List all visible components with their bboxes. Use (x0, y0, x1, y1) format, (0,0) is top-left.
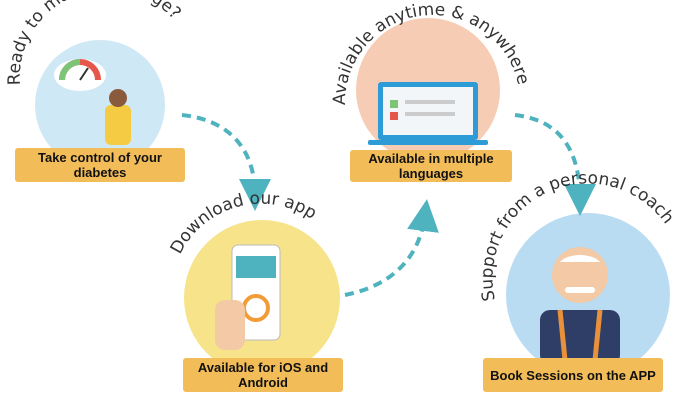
phone-illustration (215, 244, 281, 350)
laptop-illustration (368, 82, 488, 145)
step4-label: Book Sessions on the APP (483, 358, 663, 392)
arrow-step1-to-step2 (181, 113, 271, 211)
step2-label: Available for iOS and Android (183, 358, 343, 392)
coach-illustration (540, 247, 620, 365)
step1-label: Take control of your diabetes (15, 148, 185, 182)
gauge-illustration (54, 59, 131, 145)
step3-label: Available in multiple languages (350, 150, 512, 182)
arrow-step2-to-step3 (344, 199, 439, 297)
